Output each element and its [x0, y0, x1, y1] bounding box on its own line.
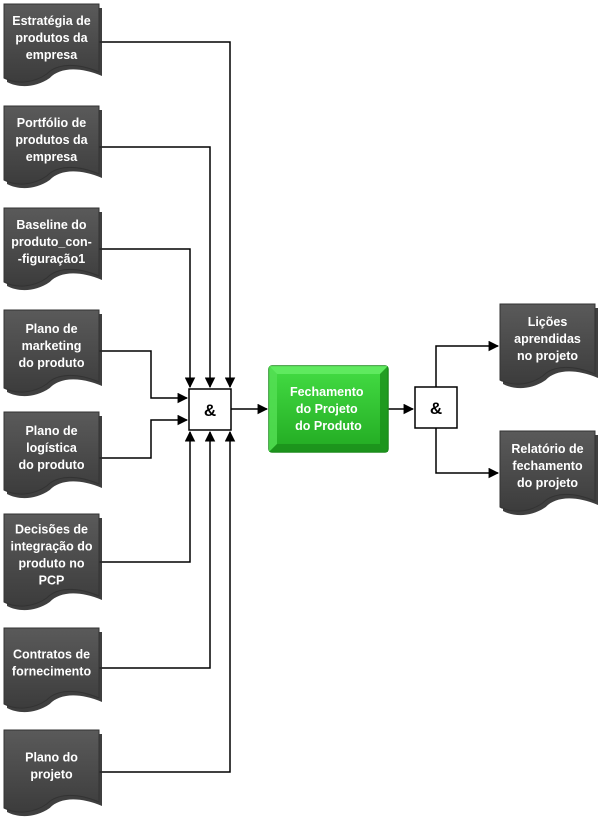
input-document-body[interactable] — [3, 729, 100, 813]
output-document-1[interactable]: Lições aprendidas no projeto — [499, 303, 598, 389]
input-document-label-line: -figuração1 — [18, 252, 85, 266]
output-document-label: Lições aprendidas no projeto — [514, 315, 581, 363]
process-label-line-3: do Produto — [295, 419, 362, 433]
connector-split-to-licoes — [435, 340, 500, 387]
input-document-label-line: produtos da — [15, 31, 88, 45]
input-document-label-line: do produto — [19, 356, 85, 370]
connector-contratos — [99, 430, 216, 669]
input-document-label-line: marketing — [22, 339, 82, 353]
input-document-label-line: Plano de — [25, 424, 77, 438]
input-document-label: Plano de marketing do produto — [19, 322, 85, 370]
input-document-label-line: produtos da — [15, 133, 88, 147]
input-document-label-line: do produto — [19, 458, 85, 472]
connector-decisoes — [99, 430, 196, 563]
input-document-label-line: Plano de — [25, 322, 77, 336]
output-document-2[interactable]: Relatório de fechamento do projeto — [499, 430, 598, 516]
output-document-label: Relatório de fechamento do projeto — [511, 442, 583, 490]
output-document-label-line: aprendidas — [514, 332, 581, 346]
input-document-body[interactable] — [3, 513, 100, 607]
connector-split-to-relatorio — [435, 428, 500, 479]
split-gate-symbol: & — [430, 399, 442, 418]
input-document-label-line: empresa — [26, 150, 78, 164]
input-document-label: Baseline do produto_con- -figuração1 — [11, 218, 92, 266]
connector-baseline — [99, 248, 196, 389]
process-bevel-top — [269, 366, 388, 374]
input-document-1[interactable]: Estratégia de produtos da empresa — [3, 3, 102, 87]
input-document-body[interactable] — [3, 309, 100, 393]
input-document-7[interactable]: Contratos de fornecimento — [3, 627, 102, 713]
output-document-body[interactable] — [499, 303, 596, 385]
input-document-body[interactable] — [3, 627, 100, 709]
input-document-2[interactable]: Portfólio de produtos da empresa — [3, 105, 102, 189]
input-document-label: Plano de logística do produto — [19, 424, 85, 472]
process-label: Fechamento do Projeto do Produto — [290, 385, 367, 433]
input-document-label-line: Decisões de — [15, 523, 88, 537]
output-document-label-line: Lições — [528, 315, 568, 329]
input-document-5[interactable]: Plano de logística do produto — [3, 411, 102, 499]
input-document-label-line: logística — [26, 441, 78, 455]
input-document-body[interactable] — [3, 105, 100, 185]
join-gate-symbol: & — [204, 401, 216, 420]
process-bevel-bottom — [269, 444, 388, 452]
input-document-label-line: Contratos de — [13, 648, 90, 662]
connector-marketing — [99, 350, 189, 404]
input-document-label: Contratos de fornecimento — [12, 648, 92, 679]
connector-plano-projeto — [99, 430, 236, 773]
input-document-label-line: integração do — [11, 540, 93, 554]
output-document-label-line: do projeto — [517, 476, 578, 490]
process-label-line-2: do Projeto — [296, 402, 358, 416]
input-document-label-line: Estratégia de — [12, 14, 91, 28]
connector-lines — [99, 41, 500, 773]
join-gate: & — [188, 388, 232, 431]
input-document-6[interactable]: Decisões de integração do produto no PCP — [3, 513, 102, 611]
input-document-label-line: Portfólio de — [17, 116, 86, 130]
input-document-body[interactable] — [3, 207, 100, 287]
input-document-body[interactable] — [3, 3, 100, 83]
connector-portfolio — [99, 146, 216, 389]
input-document-label-line: Baseline do — [16, 218, 87, 232]
process-bevel-right — [380, 366, 388, 452]
input-document-label-line: PCP — [39, 574, 65, 588]
input-document-3[interactable]: Baseline do produto_con- -figuração1 — [3, 207, 102, 291]
input-document-4[interactable]: Plano de marketing do produto — [3, 309, 102, 397]
output-document-label-line: Relatório de — [511, 442, 583, 456]
process-box[interactable]: Fechamento do Projeto do Produto — [268, 365, 389, 453]
input-document-body[interactable] — [3, 411, 100, 495]
connector-logistica — [99, 414, 189, 459]
process-label-line-1: Fechamento — [290, 385, 364, 399]
split-gate: & — [414, 386, 458, 429]
output-document-label-line: fechamento — [512, 459, 583, 473]
process-bevel-left — [269, 366, 277, 452]
input-document-label-line: Plano do — [25, 751, 78, 765]
split-gate-box — [414, 386, 458, 429]
input-document-label-line: empresa — [26, 48, 78, 62]
input-document-label: Decisões de integração do produto no PCP — [11, 523, 93, 588]
input-document-label-line: produto no — [19, 557, 85, 571]
connector-estrategia — [99, 41, 236, 389]
input-document-label: Portfólio de produtos da empresa — [15, 116, 88, 164]
output-document-label-line: no projeto — [517, 349, 578, 363]
join-gate-box — [188, 388, 232, 431]
input-document-8[interactable]: Plano do projeto — [3, 729, 102, 817]
input-document-label-line: projeto — [30, 768, 73, 782]
input-document-label: Plano do projeto — [25, 751, 78, 782]
input-document-label-line: fornecimento — [12, 665, 92, 679]
output-document-body[interactable] — [499, 430, 596, 512]
input-document-label: Estratégia de produtos da empresa — [12, 14, 91, 62]
input-document-label-line: produto_con- — [11, 235, 92, 249]
